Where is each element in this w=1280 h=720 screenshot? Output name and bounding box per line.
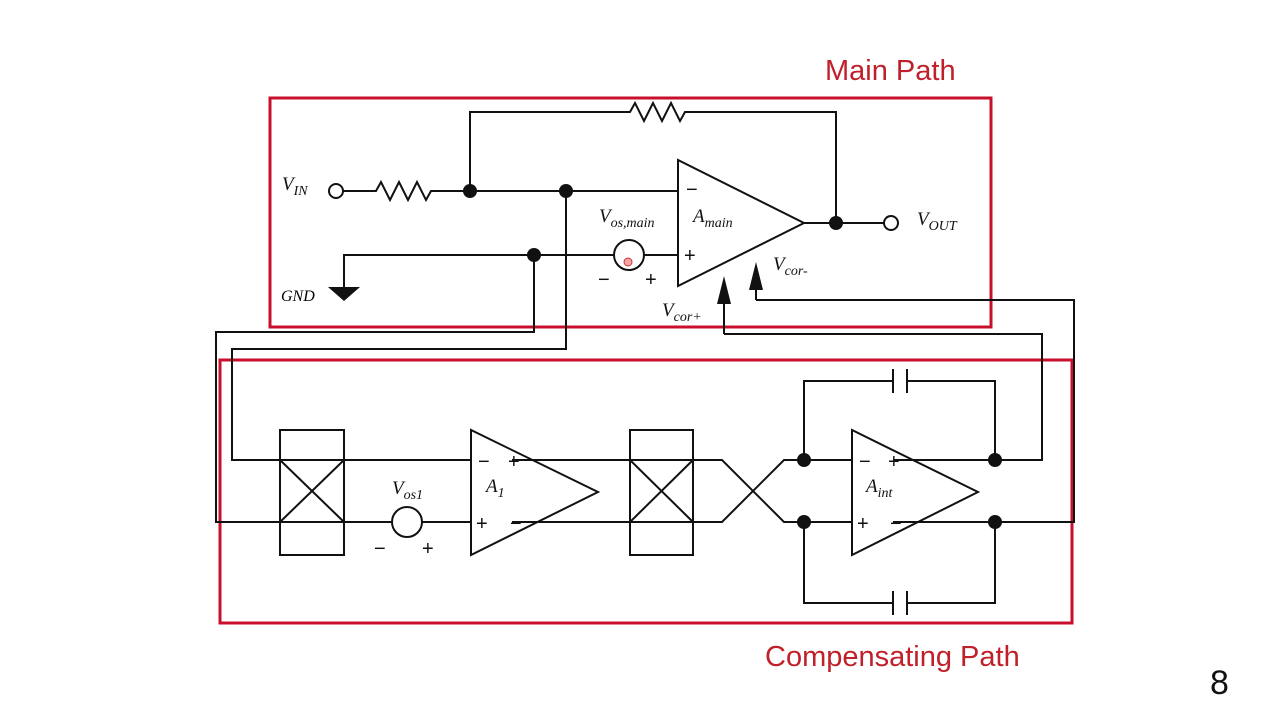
- a-int-label: Aint: [864, 476, 893, 501]
- wire-input-to-chopper: [231, 191, 567, 461]
- page-number: 8: [1210, 664, 1229, 702]
- wire-cross-1: [693, 459, 852, 523]
- chopper-2: [629, 429, 694, 556]
- a-int-in-minus-sign: −: [859, 451, 871, 473]
- a1-out-plus-sign: +: [508, 451, 520, 473]
- chopper-2-cross-icon: [629, 459, 694, 523]
- a1-label: A1: [484, 476, 505, 501]
- a-int-out-minus-sign: −: [890, 513, 902, 535]
- junction-dot: [829, 216, 843, 230]
- chopper-1-cross-icon: [279, 459, 345, 523]
- vcor-plus-label: Vcor+: [662, 300, 702, 325]
- a1-out-minus-sign: −: [510, 513, 522, 535]
- main-path-label: Main Path: [825, 55, 956, 87]
- wire-gnd-to-chopper: [215, 255, 535, 523]
- junction-dot: [988, 515, 1002, 529]
- a1-in-minus-sign: −: [478, 451, 490, 473]
- integrator-top-feedback: [803, 380, 996, 460]
- vos1-label: Vos1: [392, 478, 423, 503]
- vos1-source: [391, 506, 423, 538]
- a-main-opamp: [677, 158, 807, 288]
- compensating-path-box: [218, 358, 1074, 625]
- main-path-box: [268, 96, 993, 329]
- vos-main-minus-sign: −: [598, 269, 610, 291]
- integrator-bottom-feedback: [803, 522, 996, 604]
- chopper-1: [279, 429, 345, 556]
- vos-main-label: Vos,main: [599, 206, 655, 231]
- vos1-plus-sign: +: [422, 538, 434, 560]
- vos-main-plus-sign: +: [645, 269, 657, 291]
- compensating-path-label: Compensating Path: [765, 641, 1020, 673]
- vcor-minus-label: Vcor-: [773, 254, 808, 279]
- wire-gnd: [343, 254, 614, 287]
- wire-vcor-minus: [756, 299, 1075, 523]
- feedback-resistor: [469, 100, 837, 223]
- vos1-minus-sign: −: [374, 538, 386, 560]
- cursor-dot-icon: [623, 257, 633, 267]
- vin-terminal: [328, 183, 344, 199]
- vout-terminal: [883, 215, 899, 231]
- a-main-plus-sign: +: [684, 245, 696, 267]
- chopper-1-switch: [279, 459, 345, 523]
- wire-vcor-plus: [724, 333, 1043, 461]
- vout-label: VOUT: [917, 209, 958, 234]
- junction-dot: [797, 515, 811, 529]
- a-int-in-plus-sign: +: [857, 513, 869, 535]
- chopper-2-switch: [629, 459, 694, 523]
- top-capacitor-icon: [892, 369, 908, 393]
- junction-dot: [797, 453, 811, 467]
- gnd-label: GND: [281, 288, 315, 305]
- a-int-out-plus-sign: +: [888, 451, 900, 473]
- vin-label: VIN: [282, 174, 308, 199]
- junction-dot: [988, 453, 1002, 467]
- junction-dot: [463, 184, 477, 198]
- bottom-capacitor-icon: [892, 591, 908, 615]
- a-main-minus-sign: −: [686, 179, 698, 201]
- input-resistor: [343, 179, 470, 203]
- ground-icon: [328, 287, 360, 301]
- a1-in-plus-sign: +: [476, 513, 488, 535]
- vcor-minus-arrow-icon: [749, 262, 763, 290]
- a-main-label: Amain: [691, 206, 733, 231]
- vcor-plus-arrow-icon: [717, 276, 731, 304]
- wire-cross-2: [693, 459, 852, 523]
